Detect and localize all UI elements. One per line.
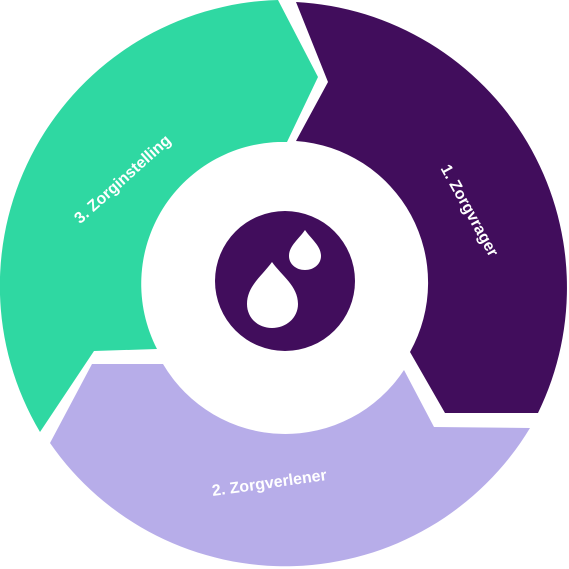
segment-zorgverlener bbox=[50, 364, 530, 567]
segment-zorgvrager bbox=[296, 2, 567, 413]
center-emblem bbox=[215, 211, 355, 351]
small-droplet-icon bbox=[289, 230, 321, 270]
segment-zorginstelling bbox=[0, 0, 318, 432]
large-droplet-icon bbox=[247, 262, 298, 328]
two-droplets-icon bbox=[247, 230, 321, 328]
